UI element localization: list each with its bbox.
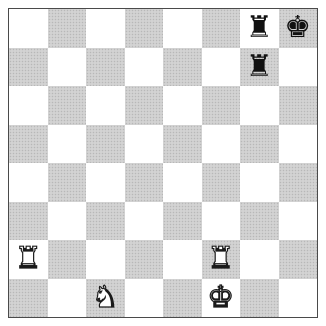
square-h5[interactable] — [279, 125, 318, 164]
square-h2[interactable] — [279, 240, 318, 279]
square-d6[interactable] — [125, 86, 164, 125]
square-f8[interactable] — [202, 9, 241, 48]
square-h3[interactable] — [279, 202, 318, 241]
square-g7[interactable]: ♜ — [240, 48, 279, 87]
square-g1[interactable] — [240, 279, 279, 318]
square-c1[interactable]: ♞ — [86, 279, 125, 318]
white-rook-icon[interactable]: ♜ — [15, 244, 42, 274]
square-d2[interactable] — [125, 240, 164, 279]
square-f5[interactable] — [202, 125, 241, 164]
square-c6[interactable] — [86, 86, 125, 125]
square-e2[interactable] — [163, 240, 202, 279]
square-g5[interactable] — [240, 125, 279, 164]
square-c7[interactable] — [86, 48, 125, 87]
square-a3[interactable] — [9, 202, 48, 241]
square-f7[interactable] — [202, 48, 241, 87]
square-d5[interactable] — [125, 125, 164, 164]
square-e5[interactable] — [163, 125, 202, 164]
square-h1[interactable] — [279, 279, 318, 318]
square-f4[interactable] — [202, 163, 241, 202]
square-b8[interactable] — [48, 9, 87, 48]
black-rook-icon[interactable]: ♜ — [246, 52, 273, 82]
square-e8[interactable] — [163, 9, 202, 48]
square-g6[interactable] — [240, 86, 279, 125]
square-c8[interactable] — [86, 9, 125, 48]
square-g4[interactable] — [240, 163, 279, 202]
chess-board: ♜ ♚ ♜ ♜ ♜ ♞ ♚ — [9, 9, 317, 317]
square-b7[interactable] — [48, 48, 87, 87]
square-h6[interactable] — [279, 86, 318, 125]
square-b3[interactable] — [48, 202, 87, 241]
square-d1[interactable] — [125, 279, 164, 318]
square-e1[interactable] — [163, 279, 202, 318]
square-g8[interactable]: ♜ — [240, 9, 279, 48]
square-b1[interactable] — [48, 279, 87, 318]
square-e6[interactable] — [163, 86, 202, 125]
square-h7[interactable] — [279, 48, 318, 87]
square-a4[interactable] — [9, 163, 48, 202]
square-f6[interactable] — [202, 86, 241, 125]
white-rook-icon[interactable]: ♜ — [207, 244, 234, 274]
square-a7[interactable] — [9, 48, 48, 87]
square-a2[interactable]: ♜ — [9, 240, 48, 279]
black-king-icon[interactable]: ♚ — [284, 13, 311, 43]
square-e3[interactable] — [163, 202, 202, 241]
square-d4[interactable] — [125, 163, 164, 202]
square-a5[interactable] — [9, 125, 48, 164]
square-c5[interactable] — [86, 125, 125, 164]
square-f1[interactable]: ♚ — [202, 279, 241, 318]
square-e7[interactable] — [163, 48, 202, 87]
square-c4[interactable] — [86, 163, 125, 202]
white-knight-icon[interactable]: ♞ — [92, 283, 119, 313]
square-c2[interactable] — [86, 240, 125, 279]
square-a8[interactable] — [9, 9, 48, 48]
chess-board-frame: ♜ ♚ ♜ ♜ ♜ ♞ ♚ — [8, 8, 318, 318]
square-d7[interactable] — [125, 48, 164, 87]
square-b4[interactable] — [48, 163, 87, 202]
square-d3[interactable] — [125, 202, 164, 241]
square-h4[interactable] — [279, 163, 318, 202]
square-b2[interactable] — [48, 240, 87, 279]
square-g3[interactable] — [240, 202, 279, 241]
square-a1[interactable] — [9, 279, 48, 318]
square-f2[interactable]: ♜ — [202, 240, 241, 279]
square-b5[interactable] — [48, 125, 87, 164]
square-d8[interactable] — [125, 9, 164, 48]
black-rook-icon[interactable]: ♜ — [246, 13, 273, 43]
square-f3[interactable] — [202, 202, 241, 241]
square-a6[interactable] — [9, 86, 48, 125]
square-b6[interactable] — [48, 86, 87, 125]
square-c3[interactable] — [86, 202, 125, 241]
square-h8[interactable]: ♚ — [279, 9, 318, 48]
square-e4[interactable] — [163, 163, 202, 202]
square-g2[interactable] — [240, 240, 279, 279]
white-king-icon[interactable]: ♚ — [207, 283, 234, 313]
